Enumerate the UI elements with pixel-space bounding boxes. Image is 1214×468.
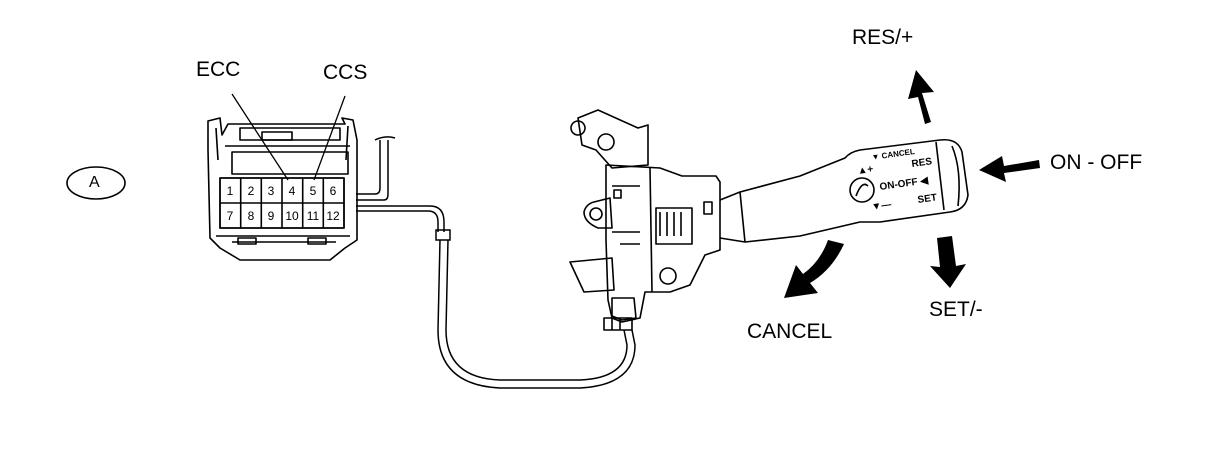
pin-number: 9 [267, 209, 275, 223]
pin-number: 6 [329, 184, 337, 198]
lever-marking-cancel: ▼ CANCEL [871, 147, 915, 162]
pin-number: 3 [267, 184, 275, 198]
pin-number: 11 [306, 209, 320, 223]
view-a-label: A [89, 174, 100, 191]
pin-number: 5 [309, 184, 317, 198]
pin-number: 1 [226, 184, 234, 198]
ecc-leader-line [231, 93, 289, 181]
lever-marking-on-off: ON-OFF ◀ [879, 175, 929, 193]
cruise-lever [719, 138, 969, 243]
ccs-leader-line [313, 95, 346, 181]
ecc-label: ECC [196, 58, 241, 81]
lever-marking-set: SET [917, 192, 938, 206]
pin-number: 10 [285, 209, 299, 223]
pin-number: 7 [226, 209, 234, 223]
view-a-marker [66, 166, 126, 200]
on-off-label: ON - OFF [1050, 151, 1143, 174]
pin-number: 8 [247, 209, 255, 223]
res-plus-arrow [908, 70, 934, 124]
on-off-arrow [979, 156, 1040, 182]
res-plus-label: RES/+ [852, 26, 914, 49]
lever-marking-res: RES [911, 156, 933, 170]
cancel-label: CANCEL [747, 320, 833, 343]
pin-number: 12 [326, 209, 340, 223]
set-minus-arrow [930, 236, 966, 288]
cancel-arrow [784, 240, 844, 298]
pin-number: 2 [247, 184, 255, 198]
set-minus-label: SET/- [929, 298, 983, 321]
switch-body [569, 109, 721, 331]
ccs-label: CCS [323, 61, 368, 84]
lever-marking-minus: ▼— [871, 199, 892, 213]
lever-marking-plus: ▲+ [857, 164, 874, 177]
connector [207, 117, 358, 261]
wire-harness [356, 136, 636, 389]
pin-number: 4 [288, 184, 296, 198]
